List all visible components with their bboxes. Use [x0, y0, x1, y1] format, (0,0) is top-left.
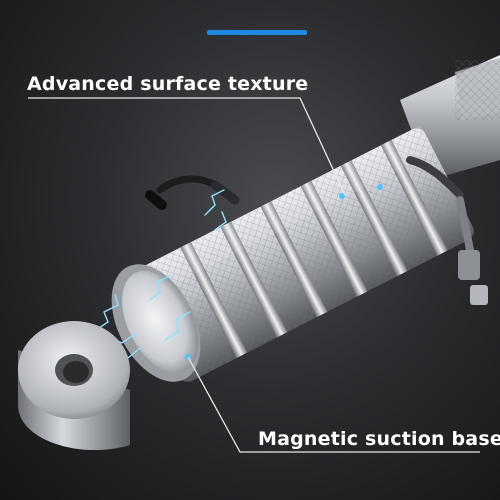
leader-line-top: [28, 97, 346, 196]
leader-line-bottom: [187, 356, 480, 453]
accent-bar: [207, 30, 307, 35]
knurled-cylinder: [126, 124, 474, 382]
label-surface-texture: Advanced surface texture: [27, 73, 309, 95]
magnetic-base-disc: [18, 321, 130, 451]
label-magnetic-base: Magnetic suction base: [258, 428, 500, 450]
cable-clamp-right: [406, 156, 488, 305]
cable-clamp-left: [145, 175, 240, 210]
cylinder-grooves: [180, 139, 448, 359]
